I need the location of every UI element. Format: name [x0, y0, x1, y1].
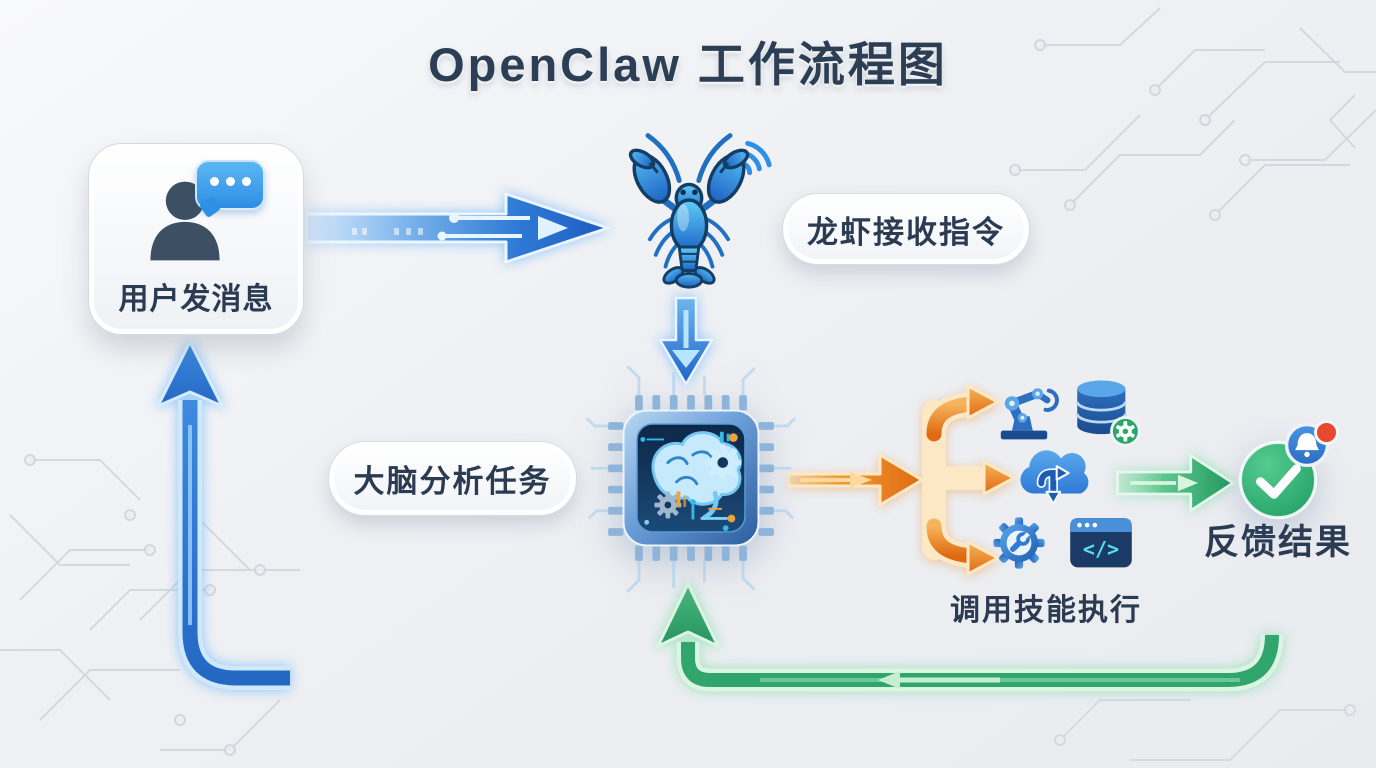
arrow-chip-to-skills [788, 384, 1016, 576]
arrow-lobster-to-chip [658, 296, 714, 386]
label-feedback-result: 反馈结果 [1203, 523, 1352, 562]
page-title: OpenClaw 工作流程图 [428, 38, 948, 91]
user-node: 用户发消息 [88, 143, 304, 335]
lobster-icon [628, 133, 772, 289]
code-window-icon: </> [1070, 518, 1132, 568]
gear-icon [704, 444, 742, 481]
gear-wrench-icon [993, 517, 1045, 569]
chat-bubble-icon [195, 160, 265, 210]
label-brain-analyzes: 大脑分析任务 [328, 441, 577, 516]
wrench-icon [1009, 532, 1030, 553]
robot-arm-icon [1000, 388, 1059, 440]
brain-cpu-chip-icon [585, 365, 797, 593]
label-execute-skills: 调用技能执行 [950, 594, 1142, 627]
brain-icon [651, 431, 742, 506]
loop-feedback-to-chip-arrow [656, 552, 1284, 692]
loop-feedback-to-user-arrow [156, 340, 660, 690]
arrow-user-to-lobster [306, 192, 610, 264]
notification-dot-icon [1314, 420, 1339, 445]
arrow-skills-to-feedback [1116, 454, 1235, 512]
chat-dots [197, 177, 263, 186]
label-lobster-receives: 龙虾接收指令 [782, 193, 1030, 265]
database-icon [1075, 380, 1141, 447]
user-node-label: 用户发消息 [118, 283, 274, 316]
code-symbol: </> [1083, 537, 1119, 561]
database-gear-badge [1110, 416, 1141, 447]
cloud-transfer-icon [1020, 450, 1089, 505]
